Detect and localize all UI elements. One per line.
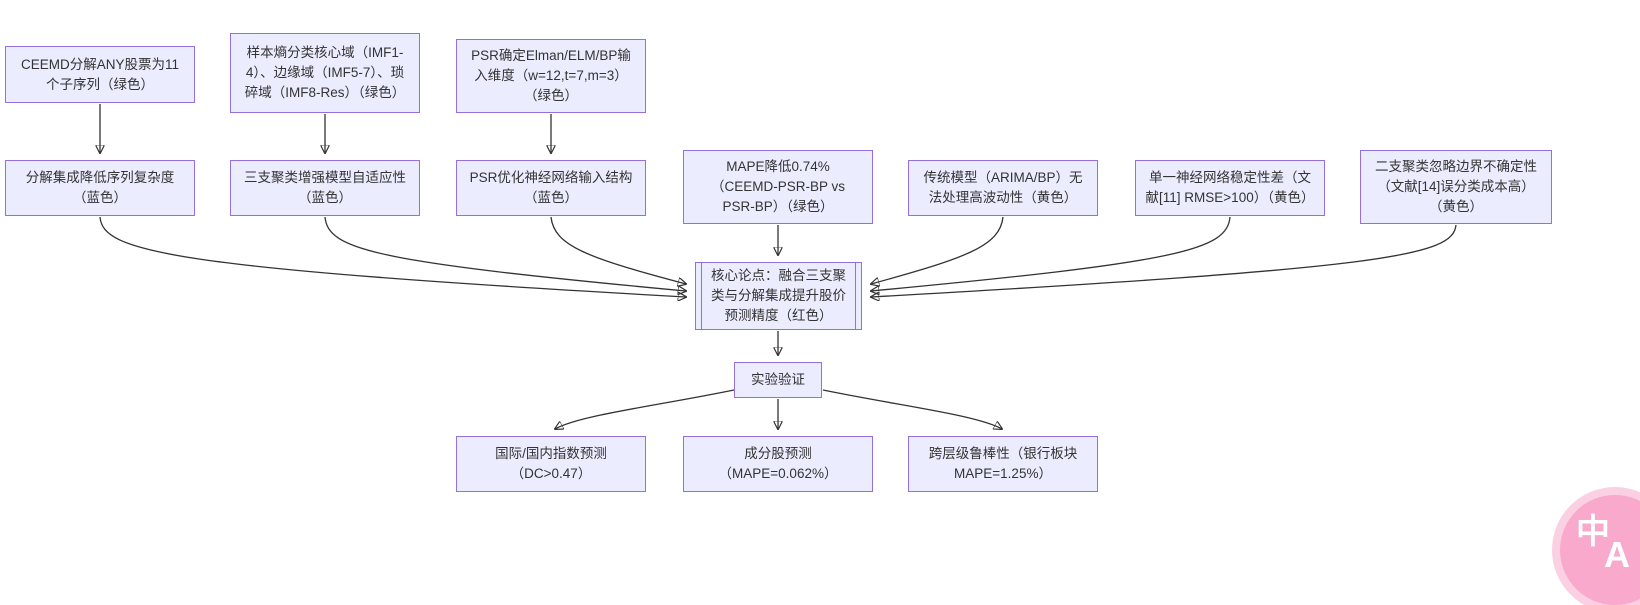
node-threeway-clustering: 三支聚类增强模型自适应性（蓝色）: [230, 160, 420, 216]
node-twoway-clustering: 二支聚类忽略边界不确定性（文献[14]误分类成本高）（黄色）: [1360, 150, 1552, 224]
node-mape-reduction: MAPE降低0.74%（CEEMD-PSR-BP vs PSR-BP）（绿色）: [683, 150, 873, 224]
node-core-thesis: 核心论点：融合三支聚类与分解集成提升股价预测精度（红色）: [695, 262, 862, 330]
node-decomposition-benefit: 分解集成降低序列复杂度（蓝色）: [5, 160, 195, 216]
edge-threeway-core: [324, 216, 686, 291]
node-experiment-validation: 实验验证: [734, 362, 822, 398]
node-cross-level-robustness: 跨层级鲁棒性（银行板块MAPE=1.25%）: [908, 436, 1098, 492]
edge-experiment-index: [555, 389, 735, 429]
edge-twoway-core: [871, 224, 1457, 297]
node-sample-entropy: 样本熵分类核心域（IMF1-4）、边缘域（IMF5-7）、琐碎域（IMF8-Re…: [230, 33, 420, 113]
node-single-nn-instability: 单一神经网络稳定性差（文献[11] RMSE>100）（黄色）: [1135, 160, 1325, 216]
edge-traditional-core: [871, 216, 1004, 284]
node-traditional-models: 传统模型（ARIMA/BP）无法处理高波动性（黄色）: [908, 160, 1098, 216]
flowchart-canvas: CEEMD分解ANY股票为11个子序列（绿色） 样本熵分类核心域（IMF1-4）…: [5, 33, 1640, 605]
translate-zh-glyph: 中: [1576, 513, 1610, 551]
node-stock-prediction: 成分股预测（MAPE=0.062%）: [683, 436, 873, 492]
edge-decomp-core: [99, 216, 686, 297]
edge-singlenn-core: [871, 216, 1231, 291]
node-ceemd-decomposition: CEEMD分解ANY股票为11个子序列（绿色）: [5, 46, 195, 103]
node-psr-input-dimension: PSR确定Elman/ELM/BP输入维度（w=12,t=7,m=3）（绿色）: [456, 39, 646, 113]
edge-experiment-robust: [822, 389, 1002, 429]
edge-psropt-core: [550, 216, 686, 284]
node-index-prediction: 国际/国内指数预测（DC>0.47）: [456, 436, 646, 492]
translate-en-glyph: A: [1604, 534, 1630, 575]
translate-button[interactable]: 中 A: [1560, 495, 1640, 605]
node-psr-optimization: PSR优化神经网络输入结构（蓝色）: [456, 160, 646, 216]
